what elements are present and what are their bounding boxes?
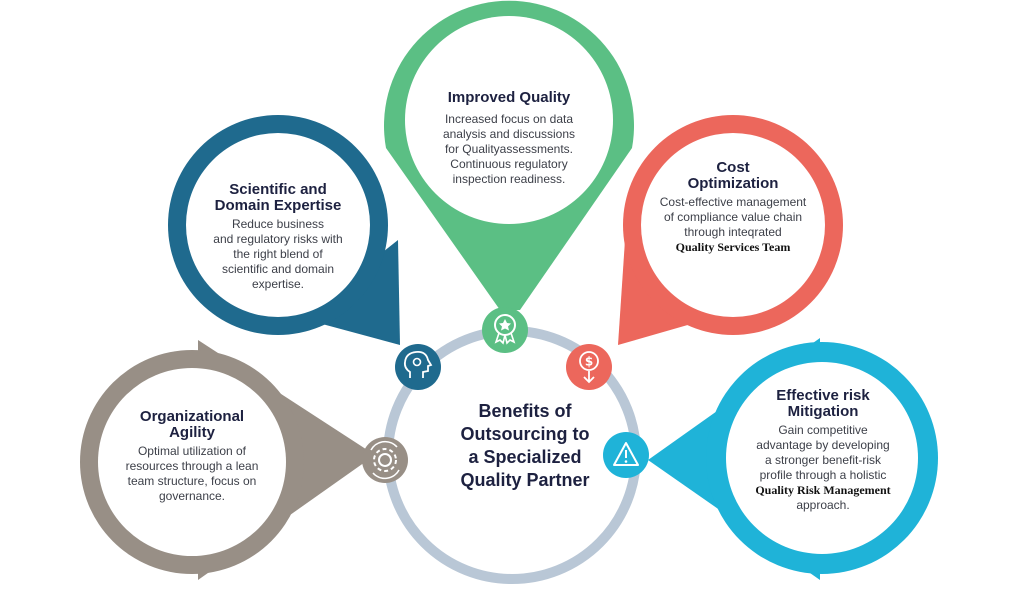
center-line: a Specialized [468,447,582,467]
improved-quality-title: Improved Quality [447,89,571,106]
text-line: the right blend of [233,247,323,261]
agility-shape [80,340,375,580]
text-line: scientific and domain [221,262,335,276]
text-line: advantage by developing [756,438,890,452]
cost-title: Cost Optimization [648,160,818,192]
text-line: resources through a lean [125,459,259,473]
improved-quality-description: Increased focus on data analysis and dis… [419,112,599,187]
agility-block: Organizational Agility Optimal utilizati… [106,409,278,504]
text-line: Cost-effective management [659,195,807,209]
text-line: and regulatory risks with [213,232,343,246]
text-line: of compliance value chain [663,210,803,224]
title-line: Optimization [687,175,779,192]
text-line: Gain competitive [778,423,868,437]
warning-triangle-icon [603,432,649,478]
text-line: analysis and discussions [442,127,576,141]
text-line: profile through a holistic [759,468,887,482]
text-line: governance. [158,489,226,503]
risk-title: Effective risk Mitigation [737,388,909,420]
title-line: Cost [716,159,750,176]
cost-description: Cost-effective management of compliance … [648,195,818,255]
risk-shape [648,338,938,580]
risk-description: Gain competitive advantage by developing… [737,423,909,513]
text-line: a stronger benefit-risk [764,453,882,467]
text-line: Continuous regulatory [450,157,568,171]
improved-quality-block: Improved Quality Increased focus on data… [419,90,599,187]
text-line-serif: Quality Services Team [675,240,791,254]
cost-block: Cost Optimization Cost-effective managem… [648,160,818,255]
svg-text:$: $ [585,355,593,369]
text-line: expertise. [251,277,305,291]
title-line: Scientific and [229,181,327,198]
gear-cycle-icon [362,437,408,483]
text-line: Reduce business [231,217,325,231]
head-gear-icon [395,344,441,390]
text-line: Optimal utilization of [137,444,247,458]
scientific-block: Scientific and Domain Expertise Reduce b… [193,182,363,292]
title-line: Mitigation [787,403,859,420]
text-line: inspection readiness. [452,172,566,186]
text-line-serif: Quality Risk Management [755,483,891,497]
title-line: Effective risk [776,387,870,404]
center-title: Benefits of Outsourcing to a Specialized… [425,400,625,492]
risk-block: Effective risk Mitigation Gain competiti… [737,388,909,513]
text-line: team structure, focus on [127,474,257,488]
scientific-description: Reduce business and regulatory risks wit… [193,217,363,292]
agility-description: Optimal utilization of resources through… [106,444,278,504]
cost-shape [618,115,843,345]
dollar-down-icon: $ [566,344,612,390]
text-line: Increased focus on data [444,112,574,126]
title-line: Organizational [139,408,245,425]
title-line: Domain Expertise [214,197,342,214]
text-line: for Qualityassessments. [444,142,574,156]
scientific-shape [168,115,400,345]
scientific-title: Scientific and Domain Expertise [193,182,363,214]
agility-title: Organizational Agility [106,409,278,441]
center-line: Quality [460,470,522,490]
center-line: Outsourcing to [460,424,590,444]
award-ribbon-icon [482,307,528,353]
text-line: through inteqrated [684,225,782,239]
text-line: approach. [796,498,850,512]
center-line: Partner [526,470,590,490]
center-line: Benefits of [478,401,572,421]
improved-quality-shape [384,0,634,310]
title-line: Agility [169,424,215,441]
